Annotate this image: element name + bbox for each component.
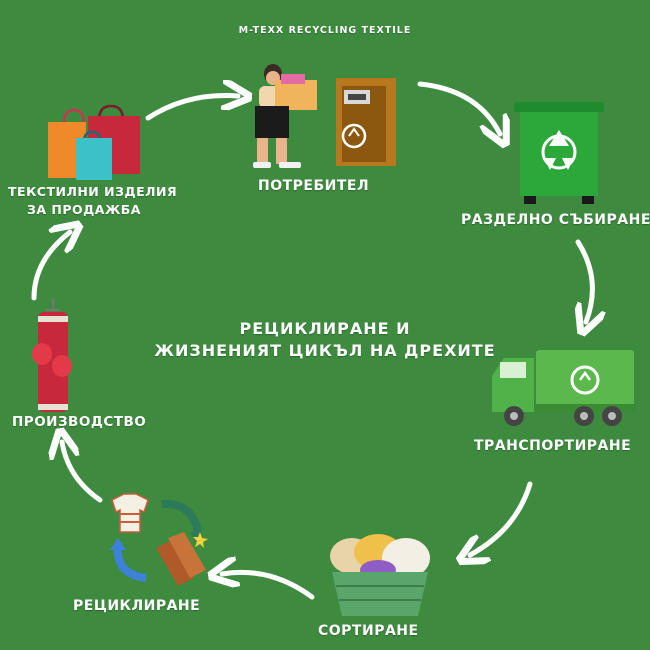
- step-consumer-label: ПОТРЕБИТЕЛ: [258, 178, 370, 194]
- diagram-title-line2: ЖИЗНЕНИЯТ ЦИКЪЛ НА ДРЕХИТЕ: [154, 341, 496, 360]
- step-transport-label: ТРАНСПОРТИРАНЕ: [474, 438, 632, 454]
- punching-bag-icon: [32, 298, 72, 412]
- arrow-textile-to-consumer: [145, 95, 238, 121]
- step-production-label: ПРОИЗВОДСТВО: [12, 414, 147, 430]
- textile-label-line1: ТЕКСТИЛНИ ИЗДЕЛИЯ: [8, 184, 178, 199]
- recycling-bin-icon: [514, 102, 604, 204]
- step-sorting-label: СОРТИРАНЕ: [318, 623, 419, 639]
- laundry-basket-icon: [330, 534, 430, 616]
- diagram-title: РЕЦИКЛИРАНЕ И ЖИЗНЕНИЯТ ЦИКЪЛ НА ДРЕХИТЕ: [0, 318, 650, 362]
- diagram-title-line1: РЕЦИКЛИРАНЕ И: [239, 319, 411, 338]
- arrow-production-to-textile: [31, 232, 70, 301]
- arrow-collection-to-transport: [578, 239, 592, 322]
- step-recycling-label: РЕЦИКЛИРАНЕ: [73, 598, 201, 614]
- step-separate-collection-label: РАЗДЕЛНО СЪБИРАНЕ: [461, 212, 650, 228]
- garbage-truck-icon: [492, 350, 636, 426]
- textile-label-line2: ЗА ПРОДАЖБА: [27, 202, 141, 217]
- arrow-consumer-to-collection: [417, 81, 500, 134]
- arrow-sorting-to-recycling: [222, 572, 315, 600]
- arrow-transport-to-sorting: [470, 481, 533, 555]
- brand-title: M-TEXX RECYCLING TEXTILE: [238, 25, 412, 36]
- clothes-recycling-icon: [110, 493, 208, 586]
- person-carrying-box-icon: [253, 64, 317, 168]
- arrow-recycling-to-production: [62, 442, 103, 503]
- shopping-bags-icon: [48, 104, 140, 180]
- donation-container-icon: [336, 78, 396, 166]
- step-textile-for-sale-label: ТЕКСТИЛНИ ИЗДЕЛИЯ ЗА ПРОДАЖБА: [8, 183, 178, 219]
